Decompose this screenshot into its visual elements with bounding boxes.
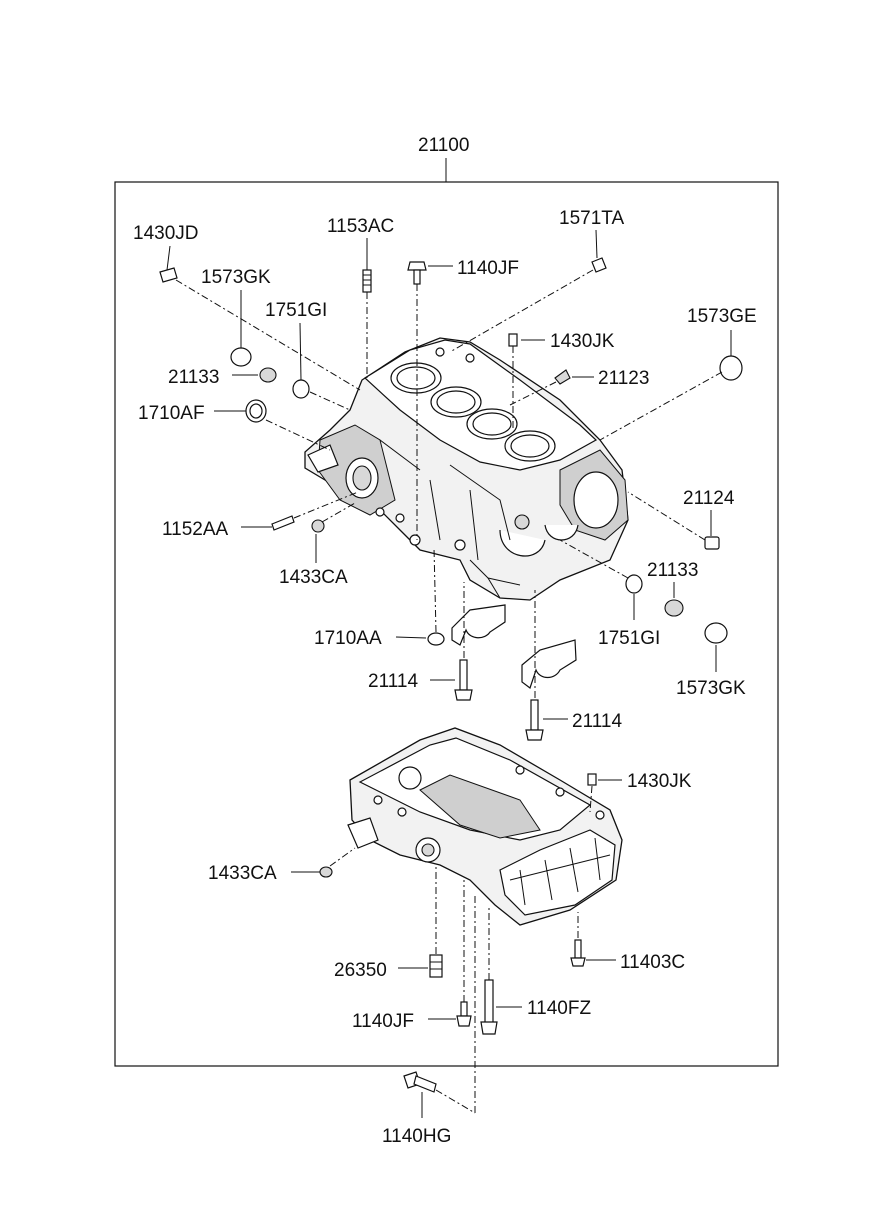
stud-1153ac <box>362 269 372 293</box>
plug-21133-right <box>664 599 684 617</box>
label-1140hg: 1140HG <box>382 1126 451 1147</box>
label-1573gk-right: 1573GK <box>676 678 746 699</box>
oring-1710aa <box>427 632 445 646</box>
label-1571ta: 1571TA <box>559 208 624 229</box>
dowel-pin-1430jd <box>159 267 178 283</box>
label-1433ca-low: 1433CA <box>208 863 277 884</box>
plug-1433ca-low <box>319 866 333 878</box>
label-1430jk-low: 1430JK <box>627 771 692 792</box>
label-1751gi-right: 1751GI <box>598 628 660 649</box>
label-1710af: 1710AF <box>138 403 205 424</box>
bolt-11403c <box>570 939 586 967</box>
label-1153ac: 1153AC <box>327 216 394 237</box>
cylinder-block <box>304 337 629 601</box>
oring-1710af <box>245 399 267 423</box>
nozzle-21123 <box>554 369 571 385</box>
label-1573ge: 1573GE <box>687 306 757 327</box>
bolt-21114-right <box>525 699 544 741</box>
label-26350: 26350 <box>334 960 387 981</box>
main-bearing-cap-right <box>521 639 577 689</box>
lower-crankcase <box>347 727 623 926</box>
main-bearing-cap-left <box>451 604 506 646</box>
leader-lines <box>166 229 732 1118</box>
pin-21124 <box>704 536 720 550</box>
bolt-1140jf-top <box>407 261 427 285</box>
label-21114-left: 21114 <box>368 671 418 692</box>
label-1430jk-top: 1430JK <box>550 331 615 352</box>
label-1140jf-low: 1140JF <box>352 1011 414 1032</box>
bolt-1140hg <box>403 1071 437 1093</box>
label-1430jd: 1430JD <box>133 223 199 244</box>
gasket-1751gi-top <box>292 379 310 399</box>
stud-1152aa <box>271 515 295 531</box>
dowel-1430jk-top <box>508 333 518 347</box>
cap-1573gk-right <box>704 622 728 644</box>
plug-1433ca-top <box>311 519 325 533</box>
bolt-21114-left <box>454 659 473 701</box>
bolt-1140jf-low <box>456 1001 472 1027</box>
label-1140fz: 1140FZ <box>527 998 591 1019</box>
label-11403c: 11403C <box>620 952 685 973</box>
label-1573gk-top: 1573GK <box>201 267 271 288</box>
label-1710aa: 1710AA <box>314 628 382 649</box>
label-1751gi-top: 1751GI <box>265 300 327 321</box>
plug-1571ta <box>591 257 607 273</box>
assembly-frame <box>114 181 779 1067</box>
label-21133-left: 21133 <box>168 367 219 388</box>
label-1152aa: 1152AA <box>162 519 229 540</box>
label-1140jf-top: 1140JF <box>457 258 519 279</box>
label-1433ca-top: 1433CA <box>279 567 348 588</box>
part-labels: 21100 1430JD 1153AC 1571TA 1573GK 1140JF… <box>133 135 757 1147</box>
label-21133-right: 21133 <box>647 560 698 581</box>
cap-1573gk-top <box>230 347 252 367</box>
cap-1573ge <box>719 355 743 381</box>
valve-26350 <box>429 954 443 978</box>
plug-21133-left <box>259 367 277 383</box>
gasket-1751gi-right <box>625 574 643 594</box>
label-assembly-21100: 21100 <box>418 135 469 156</box>
label-21123: 21123 <box>598 368 649 389</box>
dowel-1430jk-low <box>587 773 597 786</box>
label-21124: 21124 <box>683 488 735 509</box>
bolt-1140fz <box>480 979 498 1035</box>
label-21114-right: 21114 <box>572 711 622 732</box>
